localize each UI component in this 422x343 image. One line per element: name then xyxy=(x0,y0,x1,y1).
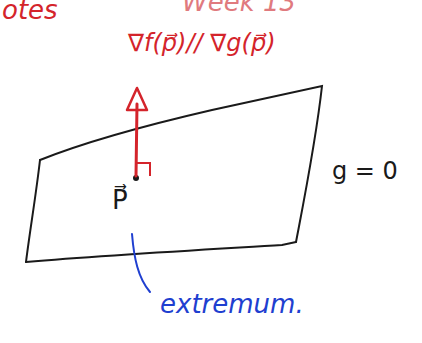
gradient-condition: ∇f(p⃗)// ∇g(p⃗) xyxy=(128,30,276,56)
point-label: P⃗ xyxy=(112,186,128,215)
constraint-label: g = 0 xyxy=(332,158,398,184)
surface-outline xyxy=(26,242,296,262)
extremum-note: extremum. xyxy=(160,290,304,319)
page-heading: otes xyxy=(2,0,58,25)
leader-line xyxy=(132,234,150,292)
surface-outline xyxy=(40,86,322,242)
gradient-arrow xyxy=(136,104,137,176)
arrow-head xyxy=(127,88,147,110)
week-heading: Week 13 xyxy=(182,0,296,17)
surface-outline xyxy=(26,160,40,262)
right-angle-mark xyxy=(137,163,150,176)
